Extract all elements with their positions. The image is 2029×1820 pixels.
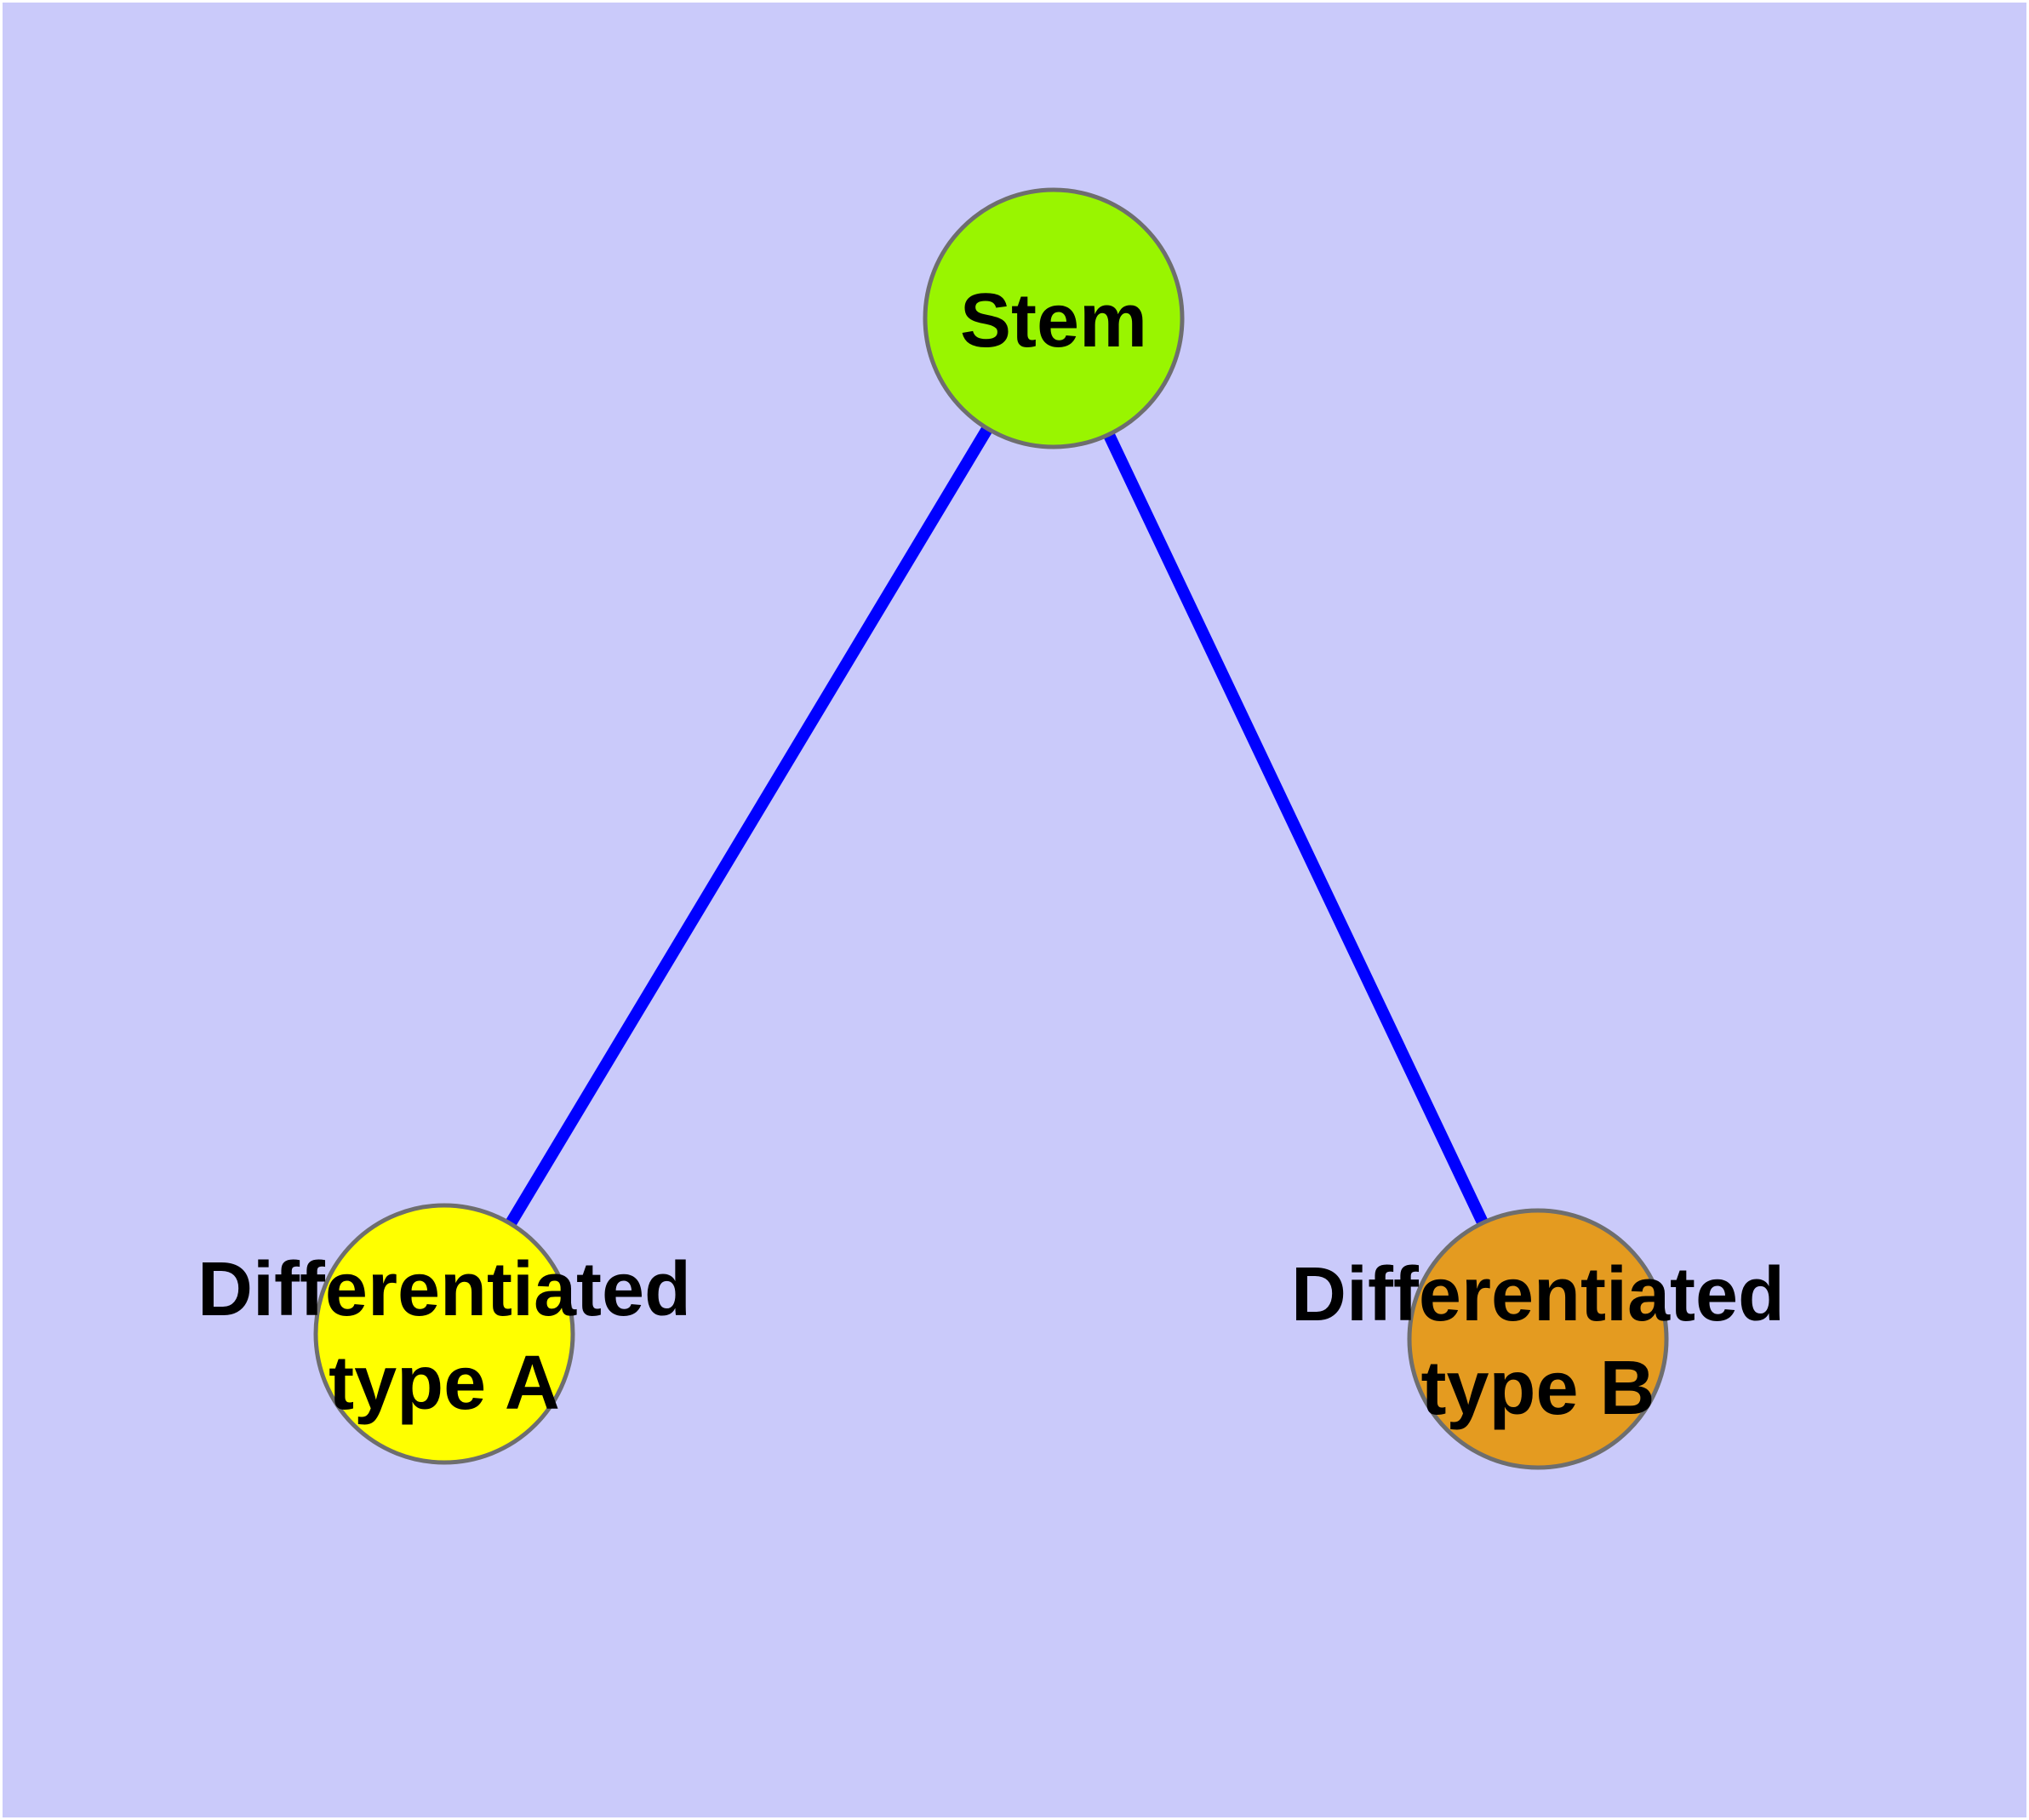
node-typeA-label-line1: Differentiated (197, 1247, 691, 1332)
node-stem-circle (923, 187, 1185, 449)
node-stem-label-line1: Stem (960, 278, 1147, 363)
edge-stem-to-typeB (1048, 315, 1544, 1342)
edge-stem-to-typeA (438, 315, 1060, 1337)
node-typeB-label-line1: Differentiated (1291, 1252, 1785, 1337)
node-typeA-circle (313, 1203, 575, 1465)
node-typeB-circle (1407, 1208, 1669, 1470)
node-typeB-label-line2: type B (1420, 1346, 1655, 1431)
node-typeA-label-line2: type A (329, 1341, 560, 1426)
